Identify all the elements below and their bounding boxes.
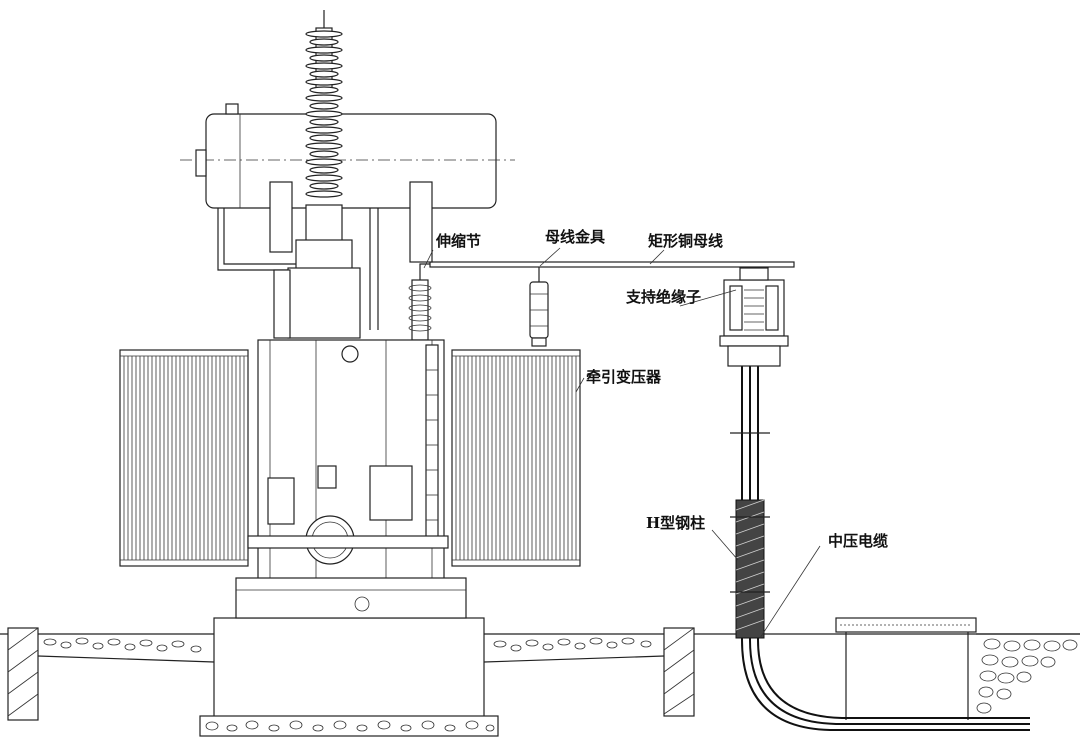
label-traction-transformer: 牵引变压器	[586, 368, 662, 386]
bushing-shed	[309, 166, 339, 174]
h-steel-column	[730, 432, 770, 639]
label-h-steel-column: H型钢柱	[646, 514, 705, 532]
bushing-shed	[309, 102, 339, 110]
bushing-shed	[305, 78, 343, 86]
bushing-shed	[305, 94, 343, 102]
bushing-shed	[305, 30, 343, 38]
label-support-insulator: 支持绝缘子	[625, 288, 701, 306]
cable-trench	[835, 617, 1080, 720]
bushing-shed	[305, 62, 343, 70]
left-radiator	[119, 349, 249, 567]
bushing-shed	[305, 126, 343, 134]
bushing-shed	[305, 158, 343, 166]
pad-footing	[199, 715, 499, 737]
concrete-pad	[213, 617, 485, 719]
left-retaining-wall	[7, 627, 39, 721]
ground-and-foundation	[0, 617, 1080, 737]
label-busbar-fitting: 母线金具	[545, 228, 605, 246]
right-retaining-wall	[663, 627, 695, 717]
bushing-shed	[309, 70, 339, 78]
lv-bushing	[408, 263, 432, 341]
oil-conservator	[180, 103, 515, 330]
bushing-shed	[309, 150, 339, 158]
bushing-shed	[305, 142, 343, 150]
bushing-shed	[305, 110, 343, 118]
gravel	[43, 637, 652, 732]
right-radiator	[451, 349, 581, 567]
bushing-shed	[309, 86, 339, 94]
busbar-fitting	[529, 267, 549, 347]
bushing-shed	[309, 182, 339, 190]
bushing-shed	[305, 174, 343, 182]
leader-lines	[423, 247, 821, 639]
mv-cable-path	[741, 366, 1030, 731]
bushing-shed	[305, 190, 343, 198]
bushing-shed	[309, 134, 339, 142]
hv-bushing	[273, 10, 361, 339]
trench-gravel	[976, 638, 1078, 714]
bushing-shed	[309, 118, 339, 126]
bushing-shed	[309, 54, 339, 62]
label-mv-cable: 中压电缆	[828, 532, 888, 550]
transformer-tank	[235, 339, 467, 619]
label-expansion-joint: 伸缩节	[435, 232, 481, 250]
label-rect-copper-busbar: 矩形铜母线	[648, 232, 723, 250]
bushing-shed	[309, 38, 339, 46]
support-insulator-assembly	[719, 262, 789, 367]
rectangular-copper-busbar	[429, 261, 795, 268]
bushing-shed	[305, 46, 343, 54]
